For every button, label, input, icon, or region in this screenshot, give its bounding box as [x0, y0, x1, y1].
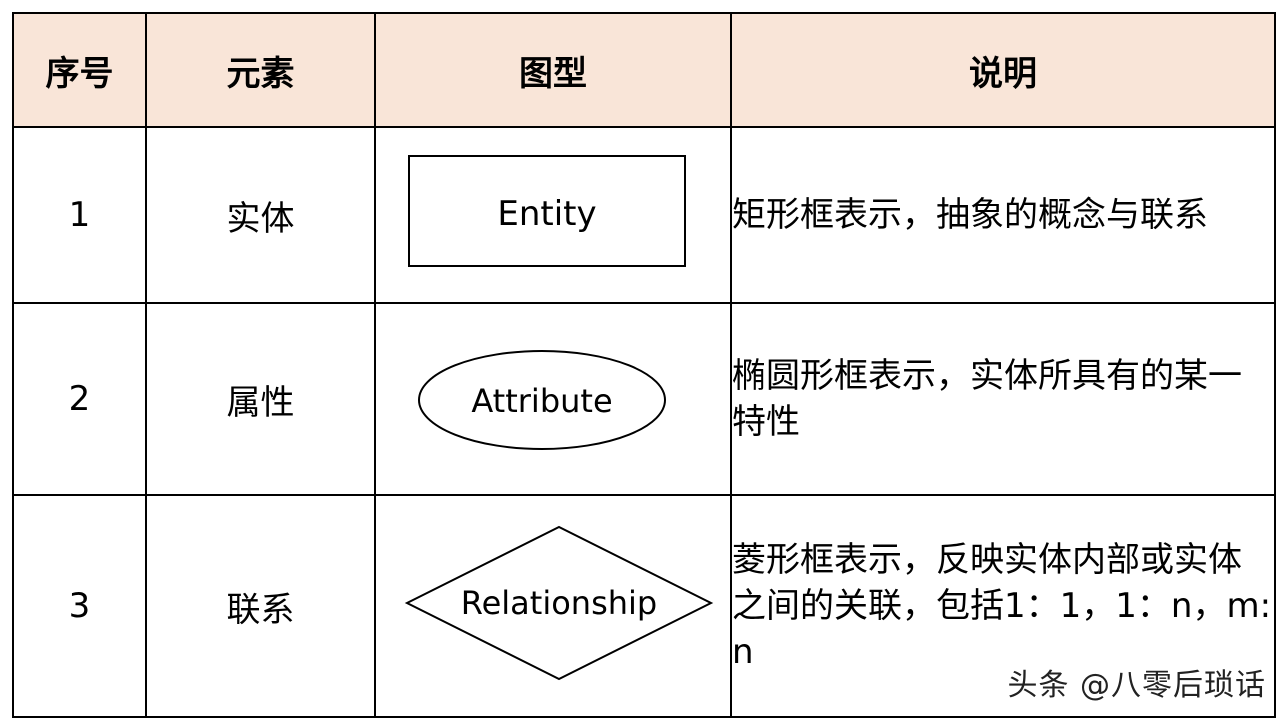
shape-label: Relationship — [461, 584, 657, 622]
table-row: 3 联系 Relationship 菱形框表示，反映实体内部或实体之间的关联，包… — [12, 494, 1276, 718]
table-row: 1 实体 Entity 矩形框表示，抽象的概念与联系 — [12, 126, 1276, 304]
header-description: 说明 — [730, 12, 1276, 128]
header-element: 元素 — [145, 12, 376, 128]
shape-label: Entity — [497, 194, 596, 234]
shape-cell: Relationship — [374, 494, 732, 718]
row-element: 实体 — [145, 126, 376, 304]
header-num: 序号 — [12, 12, 147, 128]
relationship-diamond-shape: Relationship — [404, 525, 714, 681]
header-row: 序号 元素 图型 说明 — [12, 12, 1276, 128]
shape-cell: Attribute — [374, 302, 732, 496]
watermark: 头条 @八零后琐话 — [1007, 668, 1266, 703]
row-num: 3 — [12, 494, 147, 718]
row-description: 椭圆形框表示，实体所具有的某一特性 — [730, 302, 1276, 496]
table-row: 2 属性 Attribute 椭圆形框表示，实体所具有的某一特性 — [12, 302, 1276, 496]
er-elements-table: 序号 元素 图型 说明 1 实体 Entity 矩形框表示，抽象的概念与联系 2… — [12, 12, 1276, 718]
header-shape: 图型 — [374, 12, 732, 128]
row-element: 属性 — [145, 302, 376, 496]
attribute-ellipse-shape: Attribute — [418, 350, 666, 450]
row-num: 1 — [12, 126, 147, 304]
row-description: 菱形框表示，反映实体内部或实体之间的关联，包括1：1，1：n，m:n — [730, 494, 1276, 718]
entity-rectangle-shape: Entity — [408, 155, 686, 267]
shape-cell: Entity — [374, 126, 732, 304]
row-description: 矩形框表示，抽象的概念与联系 — [730, 126, 1276, 304]
row-element: 联系 — [145, 494, 376, 718]
row-num: 2 — [12, 302, 147, 496]
shape-label: Attribute — [471, 382, 612, 420]
